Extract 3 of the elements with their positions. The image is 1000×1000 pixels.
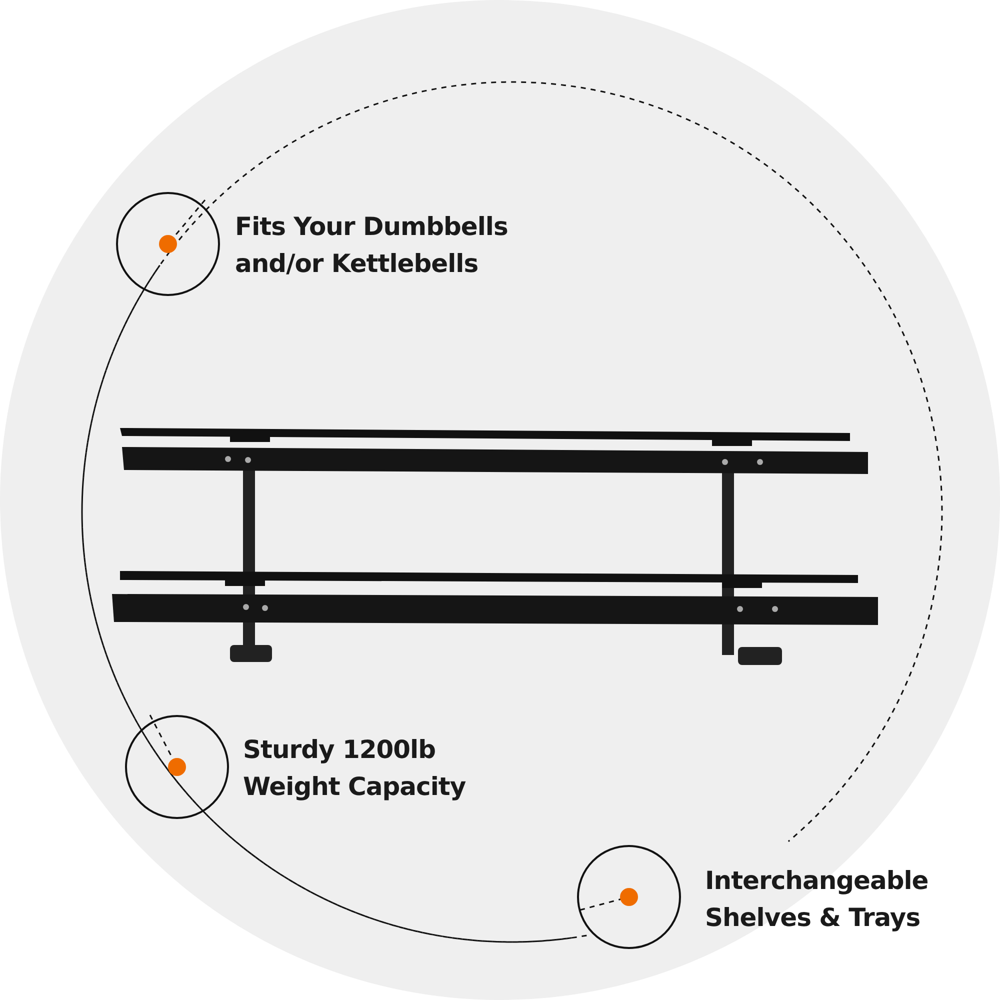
feature-text: Sturdy 1200lb Weight Capacity <box>243 734 467 803</box>
feature-text: Fits Your Dumbbells and/or Kettlebells <box>235 211 509 280</box>
feature-text: Interchangeable Shelves & Trays <box>705 865 930 934</box>
